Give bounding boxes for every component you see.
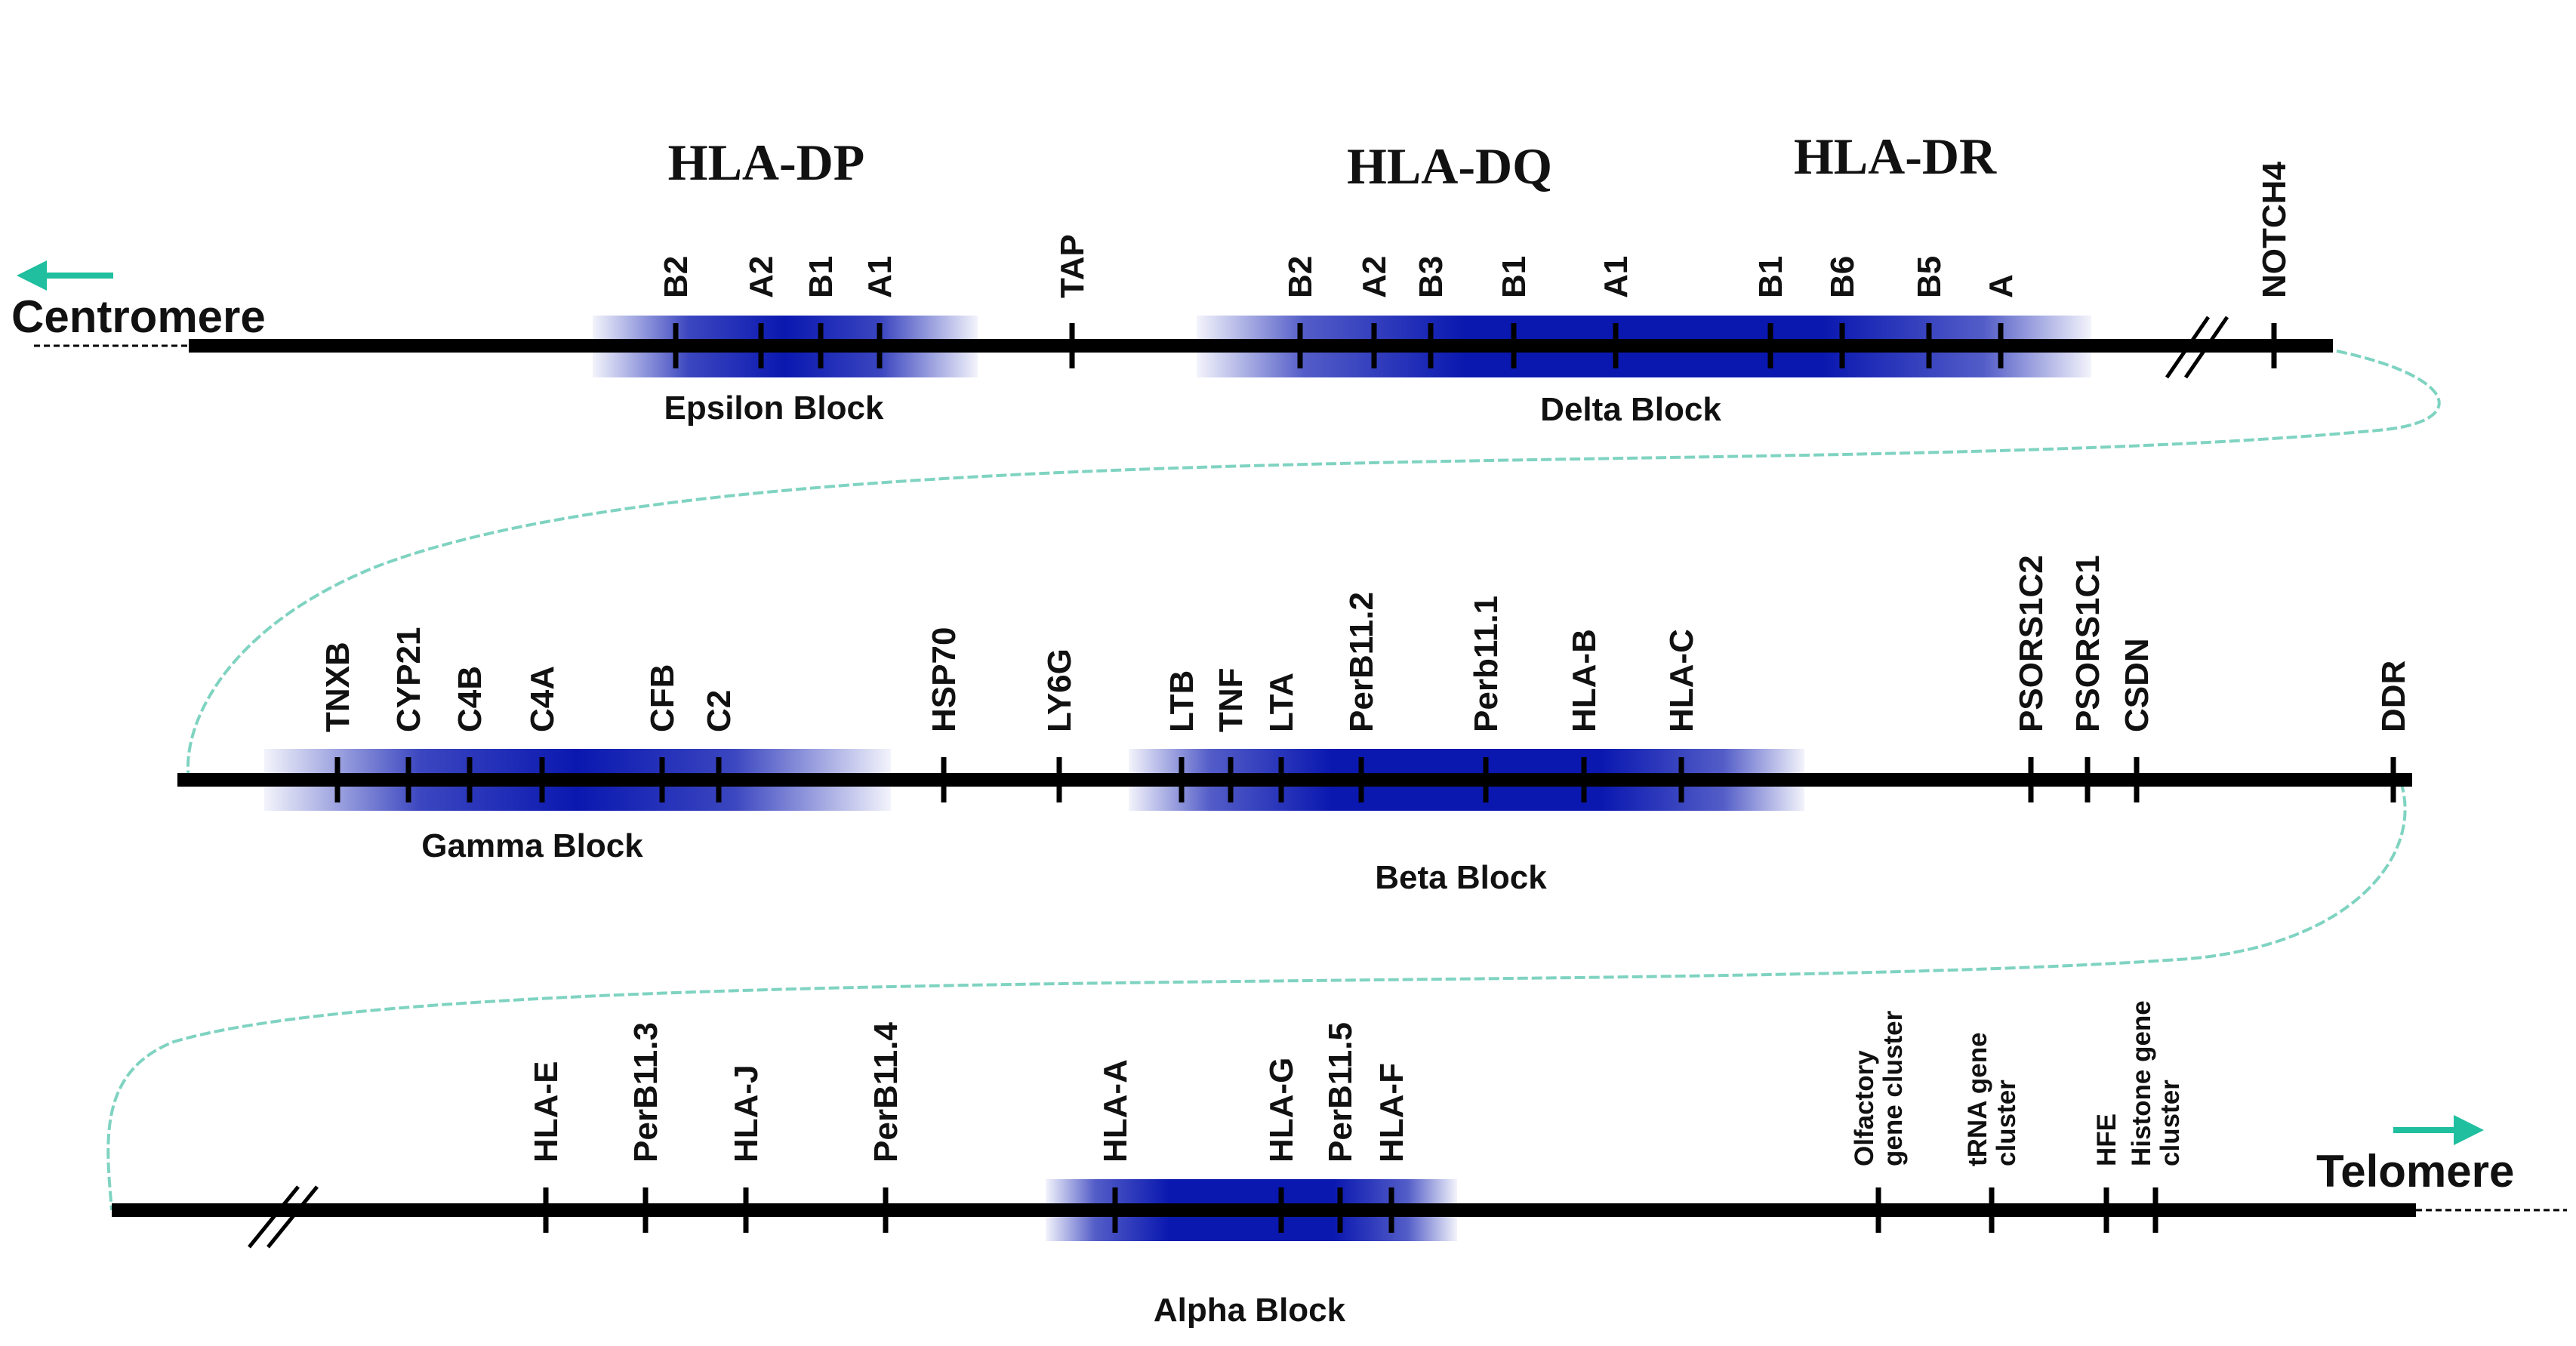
- row3-cluster-label-1-1: cluster: [1992, 1080, 2021, 1166]
- row3-label-hla-j-2: HLA-J: [728, 1064, 765, 1163]
- row1-label-b5-12: B5: [1911, 256, 1948, 298]
- beta-block-label: Beta Block: [1375, 859, 1547, 896]
- row2-label-tnf-9: TNF: [1213, 667, 1249, 732]
- row2-label-cfb-4: CFB: [644, 664, 681, 732]
- row1-label-a1-9: A1: [1598, 256, 1635, 298]
- break-mark-row1: [2165, 316, 2229, 379]
- row2-label-tnxb-0: TNXB: [319, 642, 356, 732]
- row1-label-b3-7: B3: [1413, 256, 1450, 298]
- row3-label-perb11-3-1: PerB11.3: [627, 1022, 664, 1163]
- delta-block-label: Delta Block: [1540, 391, 1721, 428]
- hla-dq-title: HLA-DQ: [1347, 137, 1552, 195]
- telomere-label: Telomere: [2316, 1146, 2514, 1197]
- epsilon-block-label: Epsilon Block: [664, 390, 884, 427]
- row3-cluster-label-3-1: cluster: [2155, 1080, 2185, 1166]
- row3-label-perb11-5-6: PerB11.5: [1322, 1022, 1359, 1163]
- row3-gene-markers: HLA-E PerB11.3 HLA-J PerB11.4 HLA-A HLA-G PerB…: [528, 1000, 2185, 1233]
- row1-label-b2-0: B2: [658, 256, 695, 298]
- gamma-block-label: Gamma Block: [421, 827, 643, 864]
- row3-cluster-label-3-0: Histone gene: [2127, 1000, 2156, 1166]
- row1-label-a1-3: A1: [861, 256, 898, 298]
- row1-gene-markers: B2 A2 B1 A1 TAP B2 A2 B3 B1 A1 B1 B6 B5 A NOTCH4: [658, 162, 2293, 368]
- row1-label-tap-4: TAP: [1054, 234, 1091, 298]
- row2-label-psors1c1-16: PSORS1C1: [2069, 555, 2106, 732]
- connector-curve-1-2: [186, 350, 2441, 780]
- row2-gene-markers: TNXB CYP21 C4B C4A CFB C2 HSP70 LY6G LTB TNF LTA Pe…: [319, 555, 2412, 802]
- row3-label-perb11-4-3: PerB11.4: [867, 1022, 904, 1163]
- row3-label-hla-a-4: HLA-A: [1097, 1059, 1134, 1163]
- row1-label-b2-5: B2: [1282, 256, 1319, 298]
- row2-label-ltb-8: LTB: [1163, 670, 1200, 732]
- centromere-label: Centromere: [11, 291, 266, 342]
- row1-label-a-13: A: [1983, 274, 2020, 298]
- row2-label-ly6g-7: LY6G: [1041, 648, 1078, 732]
- row2-label-hla-c-14: HLA-C: [1663, 629, 1700, 732]
- hla-dp-title: HLA-DP: [668, 134, 865, 191]
- row2-label-psors1c2-15: PSORS1C2: [2013, 555, 2050, 732]
- row2-label-perb11-1-12: Perb11.1: [1468, 596, 1505, 732]
- row3-label-hla-f-7: HLA-F: [1373, 1063, 1410, 1163]
- row1-label-notch4-14: NOTCH4: [2256, 162, 2293, 298]
- row3-cluster-label-2-0: HFE: [2092, 1113, 2122, 1166]
- row2-label-hsp70-6: HSP70: [926, 627, 963, 732]
- row3-label-hla-e-0: HLA-E: [528, 1061, 565, 1163]
- row1-label-a2-6: A2: [1356, 256, 1393, 298]
- row1-label-b1-2: B1: [803, 256, 840, 298]
- row2-label-csdn-17: CSDN: [2118, 638, 2155, 732]
- row2-label-c2-5: C2: [701, 690, 738, 732]
- row2-label-c4b-2: C4B: [451, 666, 488, 732]
- row1-label-b1-10: B1: [1752, 256, 1789, 298]
- row3-cluster-label-0-0: Olfactory: [1850, 1050, 1879, 1166]
- alpha-block-label: Alpha Block: [1154, 1292, 1346, 1329]
- row3-cluster-label-1-0: tRNA gene: [1963, 1032, 1992, 1166]
- hla-dr-title: HLA-DR: [1794, 128, 1997, 185]
- arrow-left-icon: [17, 260, 113, 291]
- row2-label-lta-10: LTA: [1263, 673, 1300, 732]
- break-mark-row3: [248, 1185, 319, 1249]
- row2-label-ddr-18: DDR: [2375, 661, 2412, 732]
- arrow-right-icon: [2393, 1115, 2484, 1145]
- connector-curve-2-3: [106, 781, 2407, 1211]
- row1-label-b6-11: B6: [1824, 256, 1861, 298]
- row2-label-c4a-3: C4A: [524, 666, 561, 732]
- row2-label-perb11-2-11: PerB11.2: [1343, 592, 1380, 732]
- row1-label-b1-8: B1: [1496, 256, 1533, 298]
- row2-label-cyp21-1: CYP21: [390, 627, 427, 732]
- row2-label-hla-b-13: HLA-B: [1566, 629, 1603, 732]
- row3-label-hla-g-5: HLA-G: [1263, 1058, 1300, 1163]
- row1-label-a2-1: A2: [743, 256, 780, 298]
- row3-cluster-label-0-1: gene cluster: [1878, 1010, 1908, 1166]
